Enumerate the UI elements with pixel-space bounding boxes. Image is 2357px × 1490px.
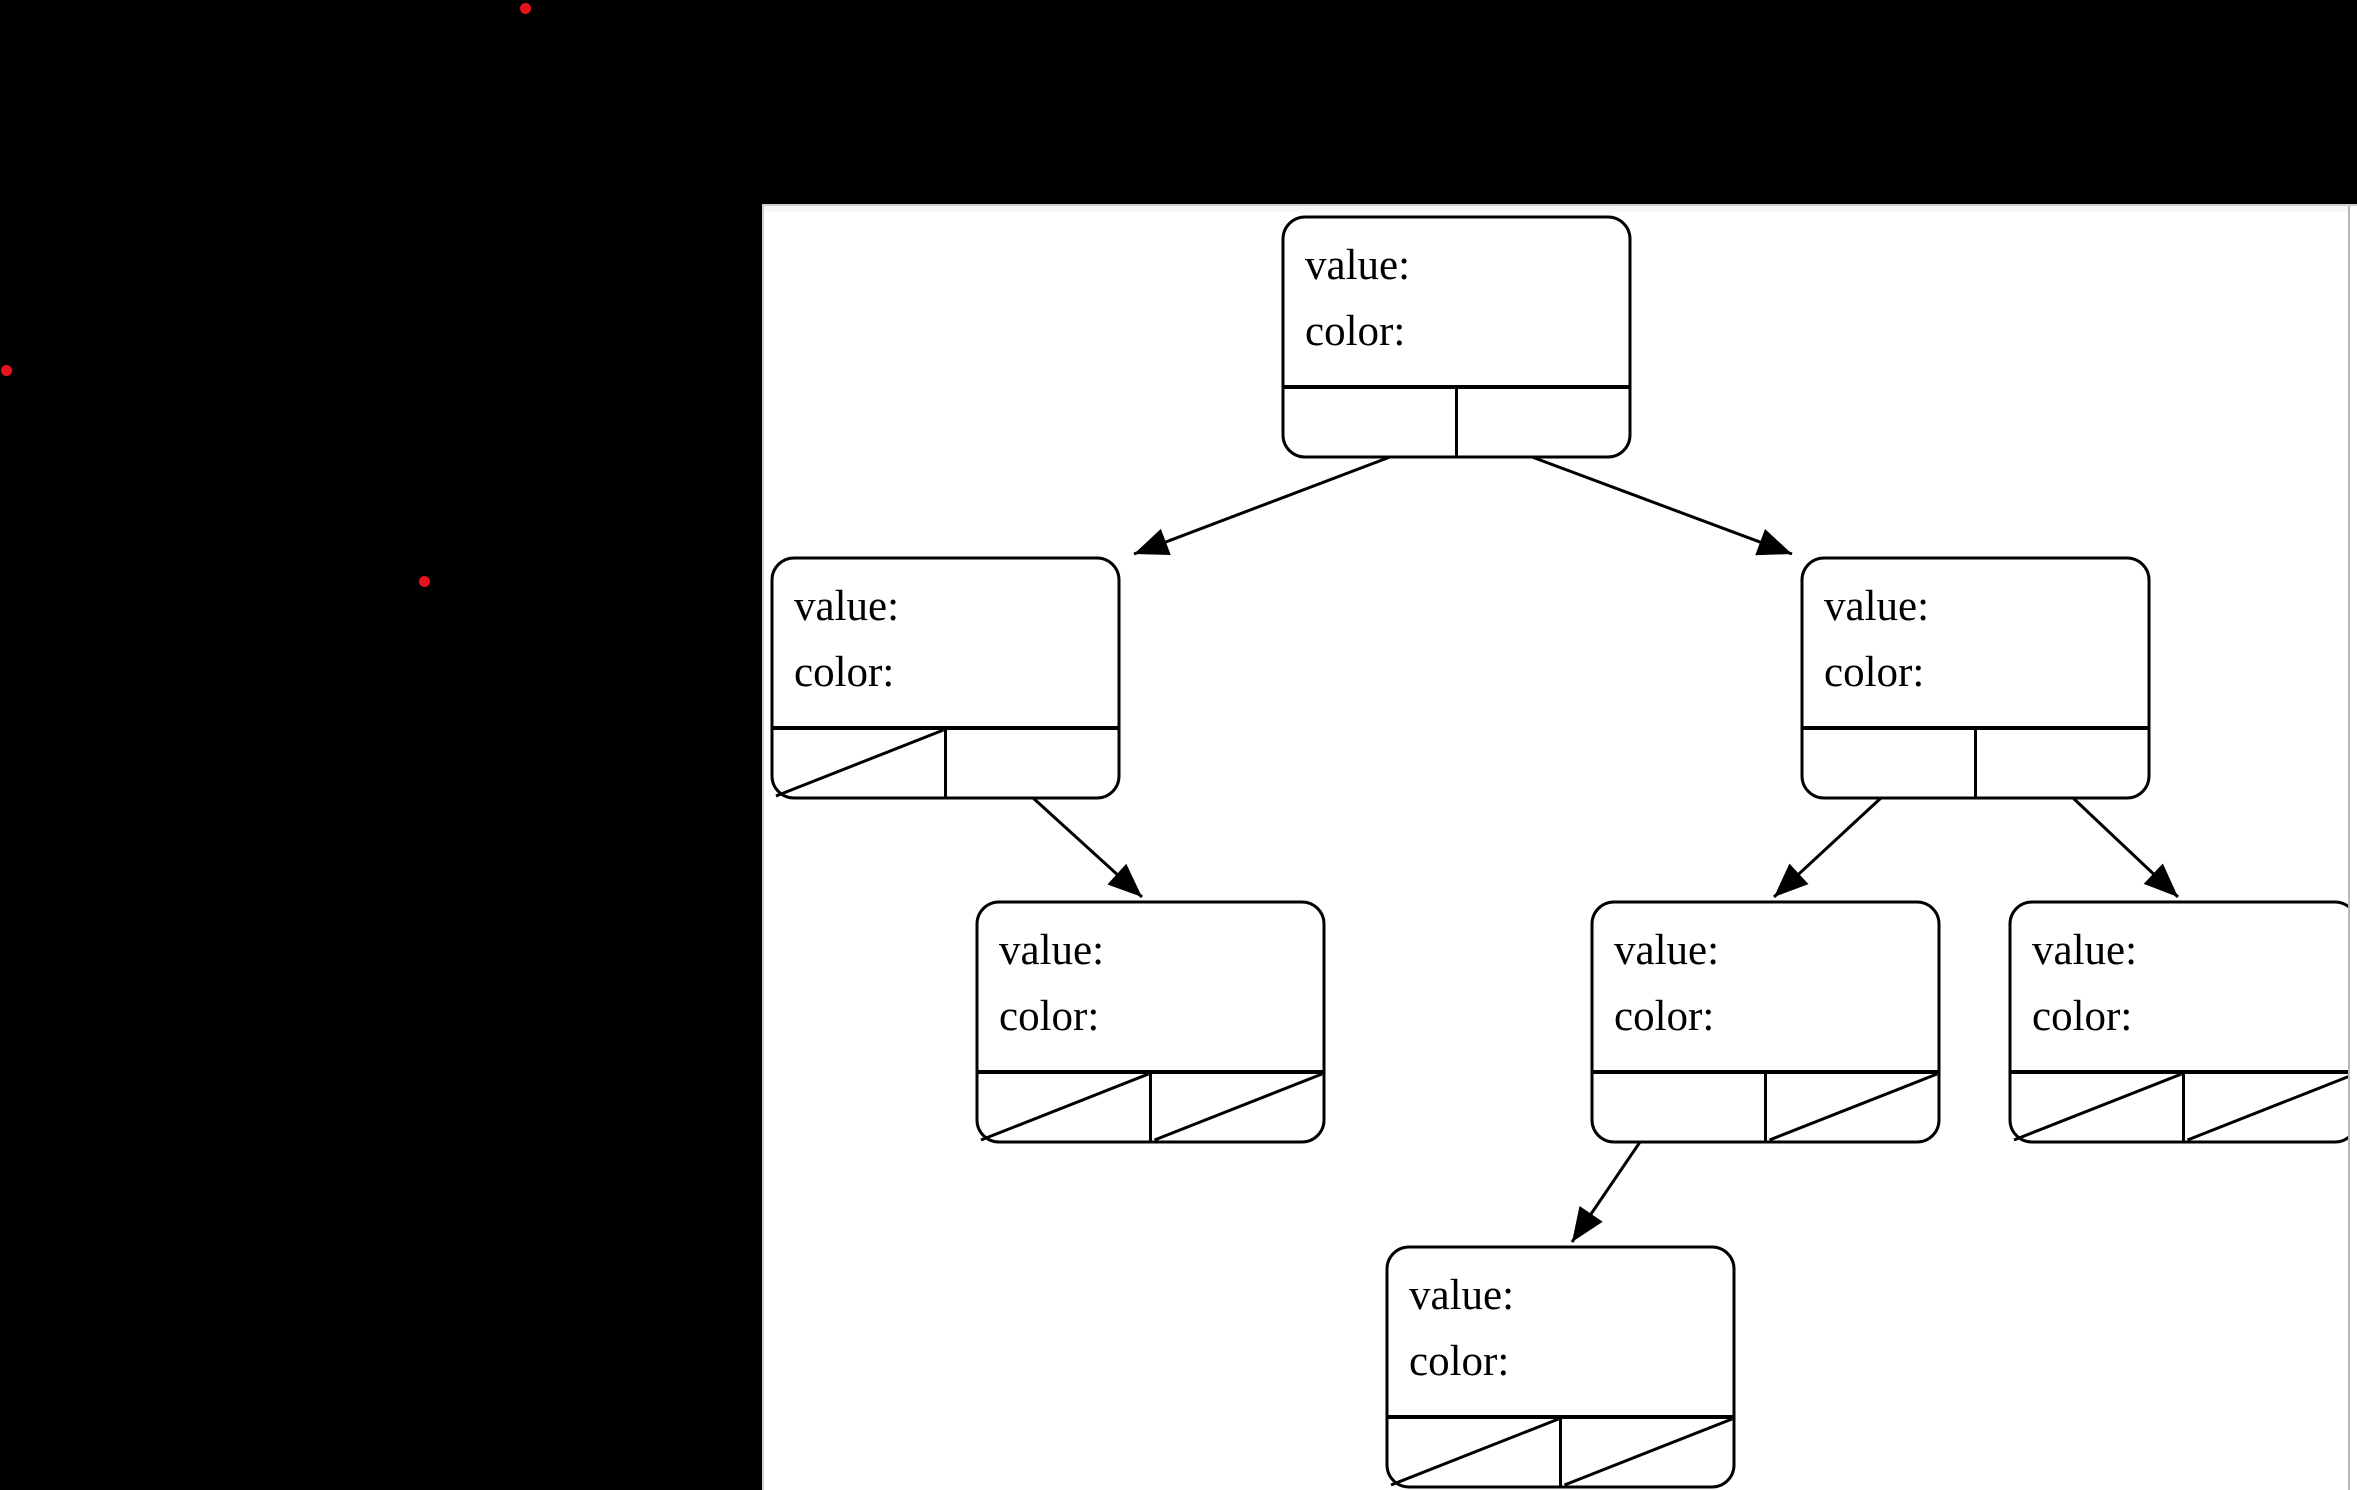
- panel-right-edge: [2348, 206, 2357, 1490]
- node-color-label: color:: [1305, 308, 1405, 355]
- edge-right-to-right-child-arrowhead: [2143, 863, 2178, 897]
- node-value-label: value:: [1305, 242, 1410, 289]
- diagram-panel[interactable]: value:color:value:color:value:color:valu…: [762, 204, 2357, 1490]
- node-value-label: value:: [1409, 1272, 1514, 1319]
- node-value-label: value:: [2032, 927, 2137, 974]
- tree-node-right-child[interactable]: value: color:: [1800, 556, 2151, 800]
- edge-left-to-right-child-arrowhead: [1107, 863, 1142, 897]
- edge-left-to-right-child[interactable]: [1030, 795, 1151, 907]
- edge-root-to-left-line: [1133, 455, 1391, 556]
- tree-node-right-left-right-null-slash: [1768, 1072, 1938, 1142]
- tree-node-left-right-leaf-left-null-slash: [980, 1072, 1150, 1142]
- node-value-label: value:: [794, 583, 899, 630]
- tree-node-right-right-leaf[interactable]: value: color:: [2008, 900, 2357, 1144]
- tree-node-deepest-leaf-right-null-slash: [1563, 1417, 1733, 1487]
- tree-node-deepest-leaf-left-null-slash: [1390, 1417, 1560, 1487]
- edge-root-to-right-line: [1531, 455, 1793, 556]
- tree-node-left-right-leaf-right-null-slash: [1153, 1072, 1323, 1142]
- edge-root-to-right-arrowhead: [1755, 528, 1792, 556]
- red-dot-top: [520, 3, 531, 14]
- red-dot-left: [1, 365, 12, 376]
- node-color-label: color:: [1824, 649, 1924, 696]
- red-dot-middle: [419, 576, 430, 587]
- edge-root-to-right[interactable]: [1531, 455, 1797, 567]
- tree-node-left-right-leaf[interactable]: value: color:: [975, 900, 1326, 1144]
- tree-node-right-left[interactable]: value: color:: [1590, 900, 1941, 1144]
- edge-right-to-right-child[interactable]: [2070, 795, 2188, 907]
- edge-rightleft-to-deep-arrowhead: [1572, 1206, 1603, 1242]
- node-color-label: color:: [999, 993, 1099, 1040]
- node-value-label: value:: [999, 927, 1104, 974]
- node-color-label: color:: [2032, 993, 2132, 1040]
- edge-right-to-left-child-arrowhead: [1774, 863, 1809, 897]
- tree-diagram-svg[interactable]: value:color:value:color:value:color:valu…: [764, 206, 2357, 1490]
- tree-node-right-right-leaf-right-null-slash: [2186, 1072, 2356, 1142]
- node-color-label: color:: [1409, 1338, 1509, 1385]
- node-value-label: value:: [1614, 927, 1719, 974]
- tree-node-right-right-leaf-left-null-slash: [2013, 1072, 2183, 1142]
- node-value-label: value:: [1824, 583, 1929, 630]
- node-color-label: color:: [794, 649, 894, 696]
- edge-root-to-left[interactable]: [1129, 455, 1391, 567]
- tree-node-left-child[interactable]: value: color:: [770, 556, 1121, 800]
- panel-top-strip: [764, 206, 2357, 212]
- tree-node-root[interactable]: value: color:: [1281, 215, 1632, 459]
- tree-node-deepest-leaf[interactable]: value: color:: [1385, 1245, 1736, 1489]
- node-color-label: color:: [1614, 993, 1714, 1040]
- edge-right-to-left-child[interactable]: [1764, 795, 1884, 907]
- tree-node-left-child-left-null-slash: [775, 728, 945, 798]
- edge-root-to-left-arrowhead: [1134, 528, 1171, 556]
